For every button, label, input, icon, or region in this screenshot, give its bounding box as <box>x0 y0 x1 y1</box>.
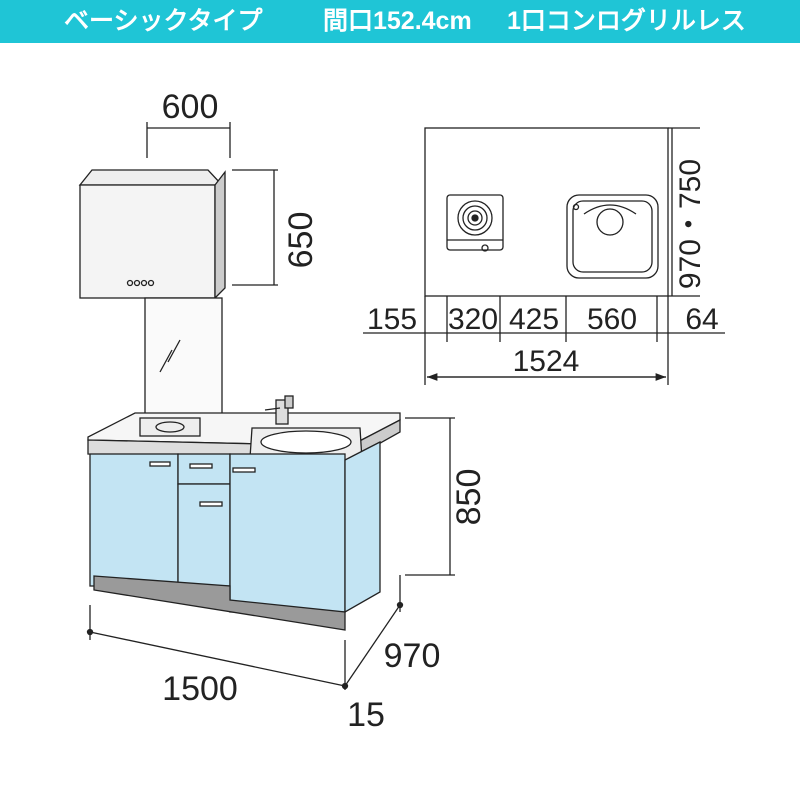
offset-label: 15 <box>347 696 385 734</box>
plan-total-width: 1524 <box>513 345 580 378</box>
backsplash-panel <box>144 297 223 416</box>
depth-label: 970 <box>384 637 441 675</box>
plan-sink-icon <box>566 194 659 279</box>
plan-segment-5: 64 <box>685 303 718 336</box>
stove-label: 1口コンログリルレス <box>507 7 746 35</box>
range-hood <box>78 169 226 300</box>
plan-segment-3: 425 <box>509 303 559 336</box>
hood-width-label: 600 <box>162 88 219 126</box>
plan-stove-icon <box>446 194 504 252</box>
header-bar: ベーシックタイプ 間口152.4cm 1口コンログリルレス <box>0 0 800 43</box>
width-label: 1500 <box>162 670 238 708</box>
width-label: 間口152.4cm <box>323 7 472 35</box>
plan-view <box>363 127 725 385</box>
cabinet-door-left <box>89 453 179 587</box>
plan-segment-1: 155 <box>367 303 417 336</box>
elevation-view <box>78 122 455 690</box>
cabinet-door-middle <box>177 483 231 587</box>
plan-depth-label: 970・750 <box>674 159 707 289</box>
hood-height-label: 650 <box>282 212 320 269</box>
type-label: ベーシックタイプ <box>64 7 263 35</box>
cabinet-door-right <box>229 453 346 613</box>
counter-height-label: 850 <box>450 469 488 526</box>
plan-segment-2: 320 <box>448 303 498 336</box>
cabinet-drawer <box>177 453 231 485</box>
stove-burner <box>139 417 201 437</box>
plan-segment-4: 560 <box>587 303 637 336</box>
faucet-icon <box>264 395 294 425</box>
plinth <box>93 575 346 631</box>
